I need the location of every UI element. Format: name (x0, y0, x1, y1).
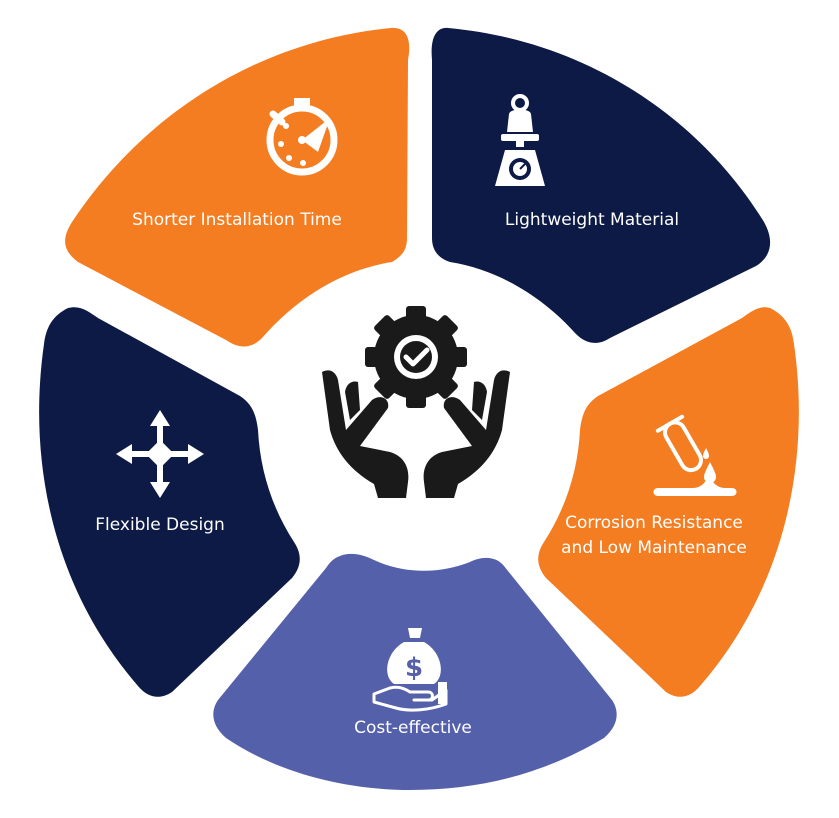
segment-shorter-installation-time: Shorter Installation Time (65, 27, 410, 347)
hands-holding-gear-check-icon (322, 306, 510, 498)
segment-cost-effective: $ Cost-effective (213, 553, 617, 790)
segment-shape (39, 307, 300, 697)
segment-lightweight-material: Lightweight Material (431, 27, 771, 343)
test-tube-drop-icon (653, 414, 737, 496)
segment-label: Shorter Installation Time (132, 210, 342, 230)
segment-shape (538, 307, 799, 697)
four-way-arrows-icon (116, 410, 204, 498)
segment-label: Cost-effective (354, 718, 472, 738)
segment-shape (65, 27, 410, 347)
segment-label: Flexible Design (95, 515, 225, 535)
weighing-scale-icon (495, 94, 545, 186)
segment-corrosion-resistance: Corrosion Resistance and Low Maintenance (538, 307, 799, 697)
segment-label: Lightweight Material (505, 210, 679, 230)
segment-shape (431, 27, 771, 343)
money-bag-hand-icon: $ (372, 628, 448, 712)
segment-label-line1: Corrosion Resistance (565, 513, 743, 533)
svg-text:$: $ (405, 653, 423, 683)
segment-label-line2: and Low Maintenance (561, 538, 747, 558)
stopwatch-icon (266, 98, 338, 176)
segment-flexible-design: Flexible Design (39, 307, 300, 697)
